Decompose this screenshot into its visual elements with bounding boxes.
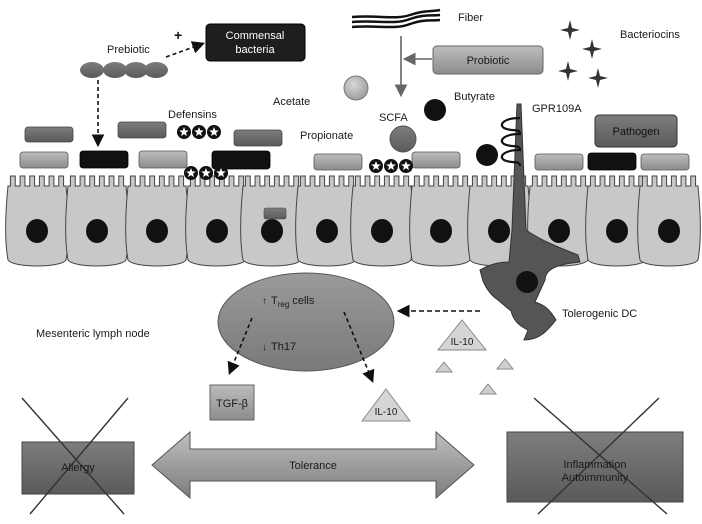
bacterium-box xyxy=(24,126,74,143)
cell-nucleus xyxy=(658,219,680,243)
allergy-label: Allergy xyxy=(61,462,95,474)
propionate-label: Propionate xyxy=(300,130,353,142)
allergy-box: Allergy xyxy=(21,397,135,515)
cell-nucleus xyxy=(606,219,628,243)
bacterium-box xyxy=(411,151,461,169)
th17-label: Th17 xyxy=(271,341,296,353)
butyrate-bound xyxy=(476,144,498,166)
mesenteric-lymph-node-label: Mesenteric lymph node xyxy=(36,328,150,340)
bacteriocins-label: Bacteriocins xyxy=(620,29,680,41)
scfa-label: SCFA xyxy=(379,112,408,124)
bacterium-box-dark xyxy=(79,150,129,169)
epithelial-layer xyxy=(5,175,701,267)
tgf-beta-box: TGF-β xyxy=(209,384,255,421)
cell-nucleus xyxy=(261,219,283,243)
tolerogenic-dc-label: Tolerogenic DC xyxy=(562,308,637,320)
tolerogenic-dc-shape xyxy=(479,103,581,341)
probiotic-label: Probiotic xyxy=(467,55,510,67)
arrow-treg-to-tgfb xyxy=(227,317,253,375)
cell-nucleus xyxy=(26,219,48,243)
plus-sign: + xyxy=(174,27,182,43)
il10-small-triangle xyxy=(434,361,454,373)
bacteriocins-sparkles xyxy=(558,20,608,88)
probiotic-box: Probiotic xyxy=(432,45,544,75)
il10-center-label: IL-10 xyxy=(375,407,398,418)
lumen-bacteria xyxy=(19,121,690,220)
autoimmunity-label: Autoimmunity xyxy=(562,472,629,484)
bacterium-box xyxy=(534,153,584,171)
il10-triangle-center: IL-10 xyxy=(361,388,411,422)
inflammation-label: Inflammation xyxy=(564,459,627,471)
bacterium-box-small xyxy=(263,207,287,220)
cell-nucleus xyxy=(206,219,228,243)
bacterium-box xyxy=(640,153,690,171)
bacterium-box xyxy=(117,121,167,139)
cell-nucleus xyxy=(371,219,393,243)
pathogen-label: Pathogen xyxy=(612,126,659,138)
inflammation-box: Inflammation Autoimmunity xyxy=(506,397,684,515)
propionate-molecule xyxy=(389,125,417,153)
bacterium-box-dark xyxy=(587,152,637,171)
tolerance-label: Tolerance xyxy=(289,460,337,472)
cell-nucleus xyxy=(86,219,108,243)
arrow-treg-to-il10 xyxy=(343,311,375,383)
defensins-label: Defensins xyxy=(168,109,217,121)
prebiotic-chain xyxy=(80,62,168,78)
cell-nucleus xyxy=(316,219,338,243)
il10-small-triangle xyxy=(495,358,515,370)
gpr109a-receptor xyxy=(500,116,522,167)
cell-nucleus xyxy=(430,219,452,243)
il10-triangle-right: IL-10 xyxy=(436,319,488,351)
gpr109a-label: GPR109A xyxy=(532,103,582,115)
treg-arrow-up: ↑ xyxy=(262,296,267,307)
acetate-molecule xyxy=(343,75,369,101)
il10-right-label: IL-10 xyxy=(451,337,474,348)
bacterium-box xyxy=(313,153,363,171)
fiber-strands xyxy=(351,8,441,29)
bacterium-box xyxy=(19,151,69,169)
commensal-label-1: Commensal xyxy=(226,30,285,42)
cell-nucleus xyxy=(488,219,510,243)
commensal-bacteria-box: Commensal bacteria xyxy=(205,23,306,62)
tolerance-arrow: Tolerance xyxy=(151,430,475,500)
butyrate-label: Butyrate xyxy=(454,91,495,103)
treg-label: Treg cells xyxy=(271,295,315,309)
fiber-label: Fiber xyxy=(458,12,483,24)
bacterium-box xyxy=(233,129,283,147)
commensal-label-2: bacteria xyxy=(235,44,275,56)
cell-nucleus xyxy=(146,219,168,243)
pathogen-box: Pathogen xyxy=(594,114,678,148)
prebiotic-label: Prebiotic xyxy=(107,44,150,56)
th17-arrow-down: ↓ xyxy=(262,342,267,353)
bacterium-box-dark xyxy=(211,150,271,170)
dc-nucleus xyxy=(516,271,538,293)
bacterium-box xyxy=(138,150,188,169)
lymph-node-ellipse xyxy=(217,272,395,372)
arrow-prebiotic-to-commensal xyxy=(165,41,206,58)
butyrate-molecule xyxy=(424,99,446,121)
acetate-label: Acetate xyxy=(273,96,310,108)
il10-small-triangle xyxy=(478,383,498,395)
cell-nucleus xyxy=(548,219,570,243)
tgf-beta-label: TGF-β xyxy=(216,398,248,410)
